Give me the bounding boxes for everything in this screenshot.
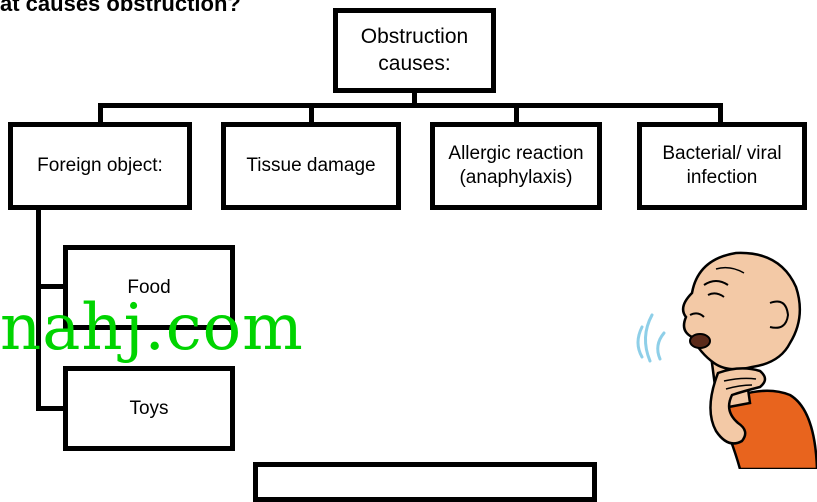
- breath-lines: [636, 313, 666, 363]
- bottom-box-partial: [253, 462, 597, 502]
- page-heading: at causes obstruction?: [0, 0, 241, 16]
- node-allergic-reaction: Allergic reaction (anaphylaxis): [430, 122, 602, 210]
- node-tissue-damage: Tissue damage: [221, 122, 401, 210]
- node-toys: Toys: [63, 366, 235, 451]
- watermark-text: nahj.com: [0, 291, 304, 365]
- connector-foreign-object: [98, 103, 103, 122]
- horizontal-connector: [98, 103, 723, 108]
- choking-man-icon: [636, 251, 817, 469]
- connector-tissue-damage: [309, 103, 314, 122]
- connector-food: [36, 284, 63, 289]
- root-node-obstruction-causes: Obstruction causes:: [333, 8, 496, 93]
- connector-toys: [36, 406, 63, 411]
- node-food: Food: [63, 245, 235, 330]
- connector-infection: [718, 103, 723, 122]
- root-connector: [412, 93, 417, 107]
- connector-allergic-reaction: [514, 103, 519, 122]
- node-bacterial-viral-infection: Bacterial/ viral infection: [637, 122, 807, 210]
- node-foreign-object: Foreign object:: [8, 122, 192, 210]
- foreign-object-trunk: [36, 210, 41, 411]
